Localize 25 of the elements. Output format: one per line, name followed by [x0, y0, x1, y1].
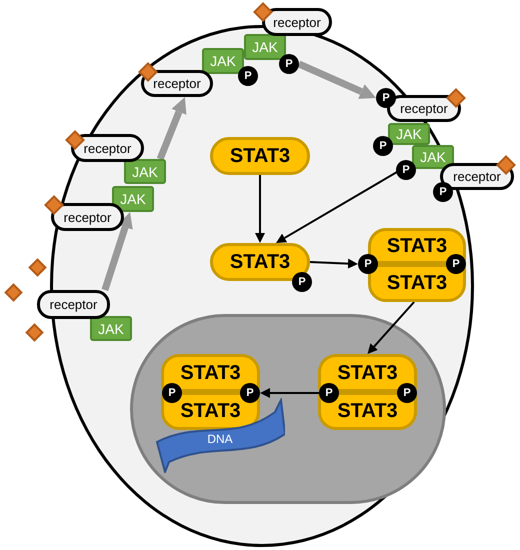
jak-block: JAK	[124, 159, 166, 184]
phosphate-circle: P	[238, 66, 258, 86]
phosphate-circle: P	[396, 160, 416, 180]
jak-block: JAK	[244, 34, 286, 60]
phosphate-circle: P	[279, 54, 299, 74]
jak-block: JAK	[202, 48, 244, 74]
jak-block: JAK	[388, 123, 430, 145]
arrow	[255, 175, 265, 243]
phosphate-circle: P	[358, 254, 378, 274]
phosphate-circle: P	[292, 272, 312, 292]
phosphate-circle: P	[376, 88, 396, 108]
arrow	[276, 171, 398, 243]
receptor-pill: receptor	[37, 290, 110, 319]
block-arrow	[102, 212, 133, 292]
jak-block: JAK	[90, 316, 132, 341]
phosphate-circle: P	[373, 136, 393, 156]
jak-block: JAK	[412, 145, 454, 169]
block-arrow	[156, 97, 186, 160]
receptor-pill: receptor	[262, 8, 332, 36]
jak-block: JAK	[112, 186, 154, 212]
block-arrow	[298, 60, 376, 99]
stat3-protein: STAT3	[210, 137, 310, 175]
arrow	[368, 301, 415, 354]
arrow	[310, 258, 358, 269]
arrow	[260, 388, 319, 398]
